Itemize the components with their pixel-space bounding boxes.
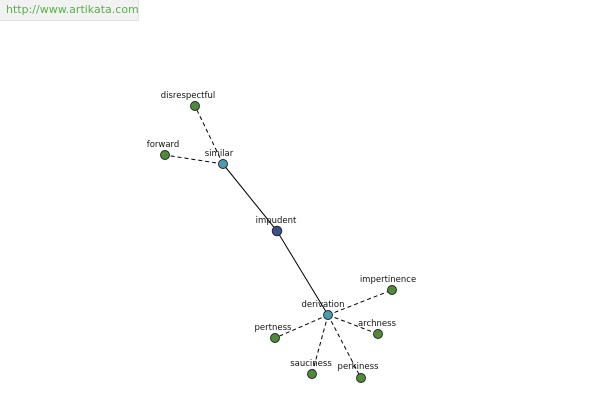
- node-disrespectful-label: disrespectful: [161, 91, 216, 101]
- node-archness-label: archness: [358, 319, 397, 329]
- node-derivation-dot: [323, 310, 333, 320]
- node-derivation-label: derivation: [301, 300, 344, 310]
- edge-similar-forward: [164, 154, 224, 165]
- node-disrespectful[interactable]: disrespectful: [161, 91, 216, 111]
- node-derivation[interactable]: derivation: [301, 300, 345, 320]
- node-impudent-label: impudent: [256, 216, 297, 226]
- graph-edges: [164, 105, 393, 379]
- graph-nodes: impudent similar derivation disrespectfu…: [147, 91, 416, 383]
- node-perkiness-label: perkiness: [338, 362, 379, 372]
- node-sauciness-dot: [307, 369, 317, 379]
- node-similar-dot: [218, 159, 228, 169]
- node-pertness-dot: [270, 333, 280, 343]
- site-badge: http://www.artikata.com: [0, 0, 139, 21]
- node-forward[interactable]: forward: [147, 140, 180, 160]
- node-perkiness[interactable]: perkiness: [338, 362, 379, 383]
- edge-derivation-pertness: [274, 314, 329, 339]
- node-forward-label: forward: [147, 140, 180, 150]
- node-impudent[interactable]: impudent: [256, 216, 297, 237]
- node-sauciness-label: sauciness: [290, 359, 332, 369]
- node-impudent-dot: [271, 225, 283, 237]
- node-perkiness-dot: [356, 373, 366, 383]
- node-impertinence[interactable]: impertinence: [360, 275, 416, 295]
- node-similar-label: similar: [205, 149, 234, 159]
- node-archness-dot: [373, 329, 383, 339]
- node-pertness-label: pertness: [255, 323, 292, 333]
- node-sauciness[interactable]: sauciness: [290, 359, 332, 379]
- edge-derivation-sauciness: [311, 314, 329, 375]
- node-impertinence-dot: [387, 285, 397, 295]
- node-similar[interactable]: similar: [205, 149, 234, 169]
- edge-similar-disrespectful: [194, 105, 224, 165]
- edge-derivation-archness: [327, 314, 379, 335]
- node-impertinence-label: impertinence: [360, 275, 416, 285]
- node-forward-dot: [160, 150, 170, 160]
- node-archness[interactable]: archness: [358, 319, 397, 339]
- node-disrespectful-dot: [190, 101, 200, 111]
- node-pertness[interactable]: pertness: [255, 323, 292, 343]
- edge-derivation-impertinence: [327, 289, 393, 316]
- edge-impudent-derivation: [276, 230, 329, 316]
- edge-impudent-similar: [222, 163, 278, 232]
- site-link[interactable]: http://www.artikata.com: [6, 3, 139, 16]
- edge-derivation-perkiness: [327, 314, 362, 379]
